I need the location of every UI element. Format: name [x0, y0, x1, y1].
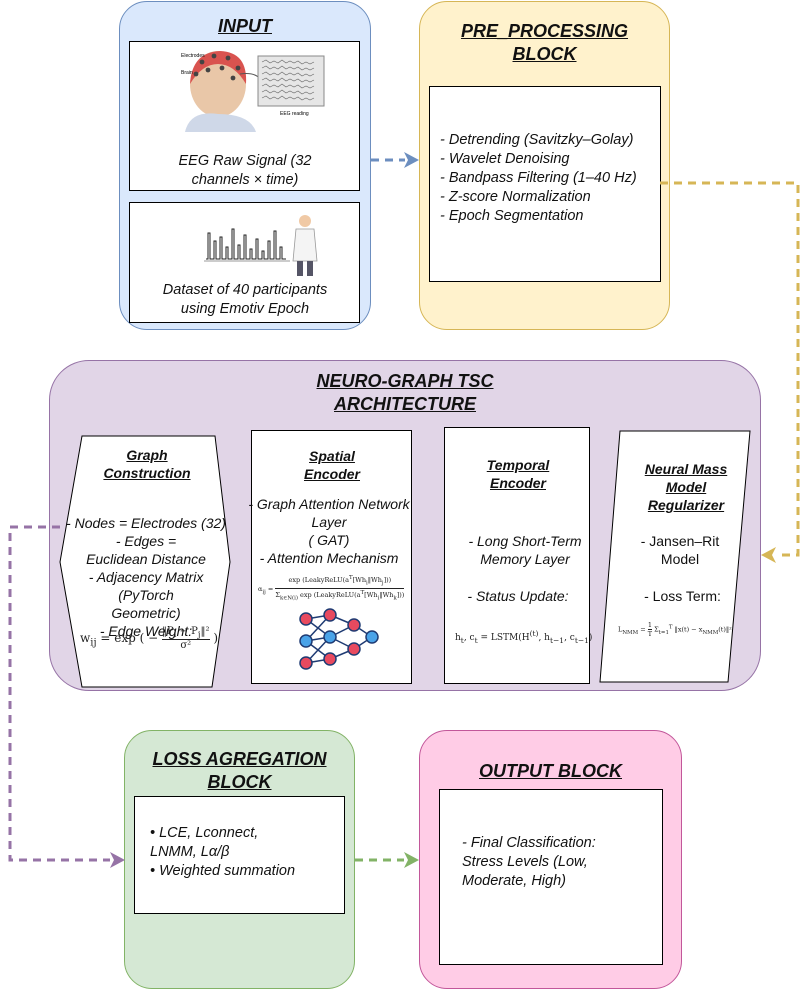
step-detrending: - Detrending (Savitzky–Golay) — [440, 132, 634, 148]
step-wavelet-denoising: - Wavelet Denoising — [440, 151, 570, 167]
te-status-update: - Status Update: — [467, 588, 569, 604]
nm-loss-term: - Loss Term: — [644, 588, 721, 604]
output-result-box: - Final Classification: Stress Levels (L… — [439, 789, 663, 965]
dataset-text: Dataset of 40 participants using Emotiv … — [162, 282, 328, 317]
step-zscore-normalization: - Z-score Normalization — [440, 189, 591, 205]
loss-aggregation-title: LOSS AGREGATION BLOCK — [152, 749, 327, 792]
electrodes-label: Electrodes — [181, 53, 205, 59]
se-gat-layer: - Graph Attention Network Layer — [248, 496, 410, 530]
preprocessing-title: PRE_PROCESSING BLOCK — [460, 21, 629, 64]
graph-construction-title: Graph Construction — [103, 447, 191, 481]
temporal-encoder-title: Temporal Encoder — [486, 457, 550, 491]
preprocessing-steps-list: - Detrending (Savitzky–Golay) - Wavelet … — [440, 131, 637, 226]
preprocessing-steps-box: - Detrending (Savitzky–Golay) - Wavelet … — [429, 86, 661, 282]
raw-signal-text: EEG Raw Signal (32 channels × time) — [178, 153, 312, 188]
brain-label: Brain — [181, 70, 193, 76]
preprocessing-block: PRE_PROCESSING BLOCK - Detrending (Savit… — [419, 1, 670, 330]
loss-weighted-summation: • Weighted summation — [150, 863, 296, 879]
raw-signal-box: Electrodes Brain EEG reading EEG Raw Sig… — [129, 41, 360, 191]
spatial-encoder-title: Spatial Encoder — [303, 448, 360, 482]
output-block: OUTPUT BLOCK - Final Classification: Str… — [419, 730, 682, 989]
neural-mass-title: Neural Mass Model Regularizer — [644, 461, 728, 513]
gc-edge-weight: - Edge Weight: — [99, 623, 193, 639]
graph-construction-lines: - Nodes = Electrodes (32) - Edges = Eucl… — [62, 514, 230, 640]
gc-adjacency: - Adjacency Matrix (PyTorch Geometric) — [88, 569, 204, 621]
arrow-loss-to-output — [355, 852, 419, 868]
input-title: INPUT — [218, 16, 272, 36]
attention-formula: αij = exp (LeakyReLU(aT[Whi‖Whj]))Σk∈N(i… — [258, 575, 405, 602]
se-gat: ( GAT) — [308, 532, 350, 548]
step-epoch-segmentation: - Epoch Segmentation — [440, 208, 584, 224]
architecture-title: NEURO-GRAPH TSC ARCHITECTURE — [316, 371, 494, 414]
se-attention: - Attention Mechanism — [259, 550, 399, 566]
loss-terms: • LCE, Lconnect, LNMM, Lα/β — [150, 825, 259, 860]
input-block: INPUT Electrodes Brain — [119, 1, 371, 330]
te-lstm: - Long Short-Term Memory Layer — [468, 533, 582, 567]
nm-jansen-rit: - Jansen–Rit Model — [640, 533, 720, 567]
temporal-encoder-node: Temporal Encoder - Long Short-Term Memor… — [444, 427, 593, 684]
gc-nodes: - Nodes = Electrodes (32) — [66, 515, 226, 531]
dataset-box: Dataset of 40 participants using Emotiv … — [129, 202, 360, 323]
eeg-cap-illustration: Electrodes Brain EEG reading — [181, 51, 325, 132]
output-classification: - Final Classification: Stress Levels (L… — [462, 835, 596, 889]
loss-aggregation-block: LOSS AGREGATION BLOCK • LCE, Lconnect, L… — [124, 730, 355, 989]
output-title: OUTPUT BLOCK — [479, 761, 622, 781]
loss-items-box: • LCE, Lconnect, LNMM, Lα/β • Weighted s… — [134, 796, 345, 914]
lstm-formula: ht, ct = LSTM(H(t), ht−1, ct−1) — [455, 629, 593, 645]
neural-network-icon — [299, 608, 379, 670]
spatial-encoder-node: Spatial Encoder - Graph Attention Networ… — [248, 430, 412, 684]
graph-construction-node: Graph Construction - Nodes = Electrodes … — [62, 436, 230, 687]
eeg-signal-illustration — [204, 215, 318, 276]
gc-edges: - Edges = Euclidean Distance — [86, 533, 206, 567]
step-bandpass-filtering: - Bandpass Filtering (1–40 Hz) — [440, 170, 637, 186]
eeg-reading-label: EEG reading — [280, 111, 309, 117]
arrow-input-to-preprocessing — [371, 152, 419, 168]
neural-mass-node: Neural Mass Model Regularizer - Jansen–R… — [600, 431, 750, 682]
spatial-encoder-lines: - Graph Attention Network Layer ( GAT) -… — [244, 495, 414, 567]
